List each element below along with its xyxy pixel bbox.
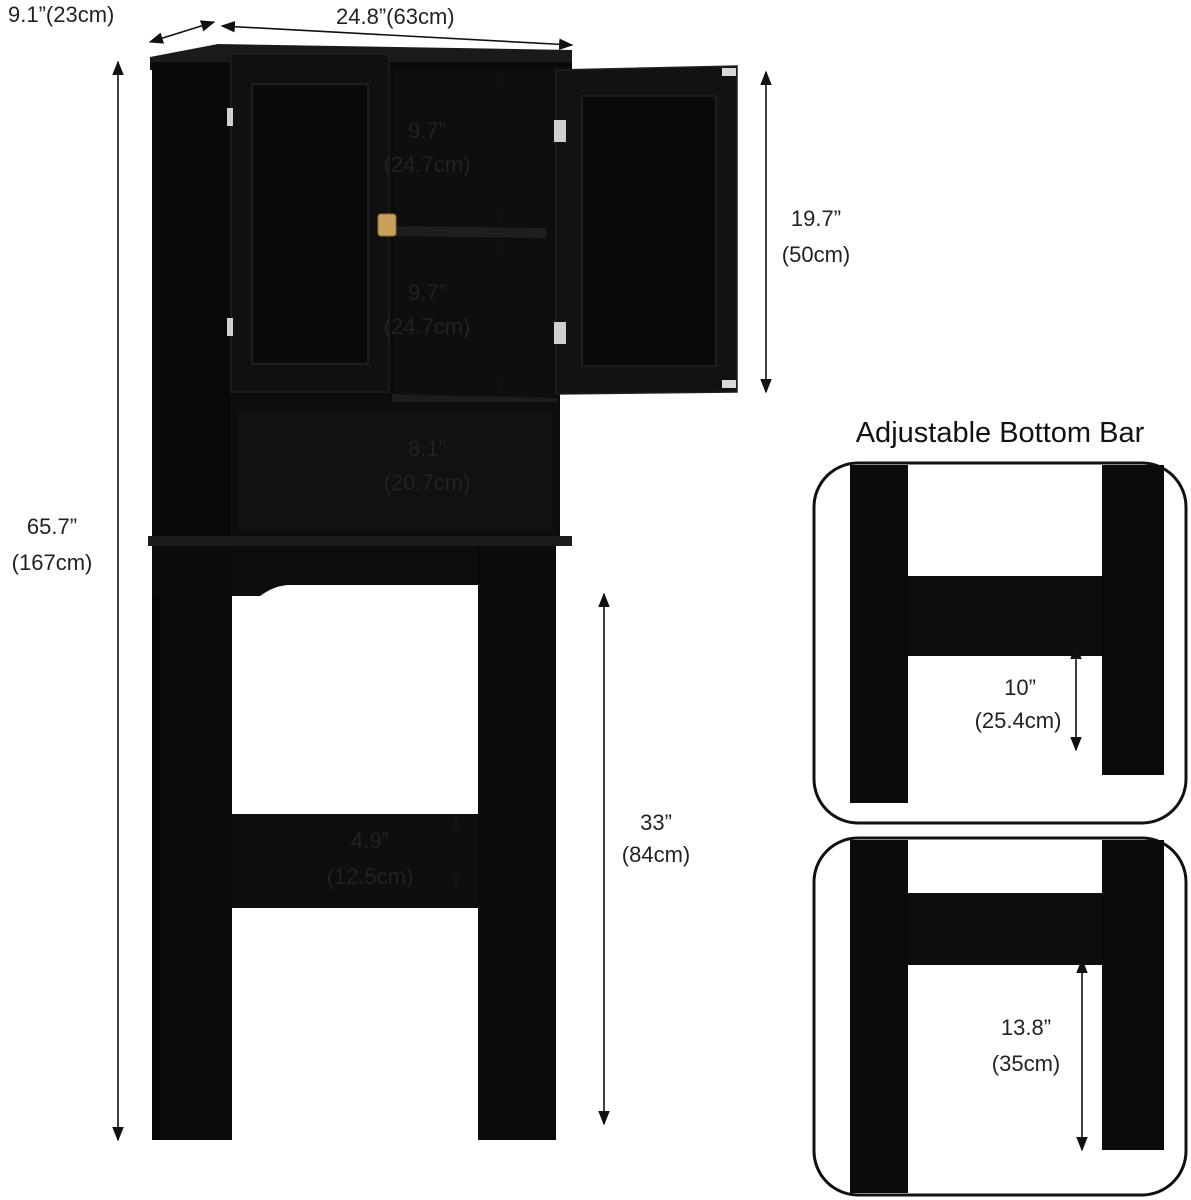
inset-left-leg xyxy=(850,465,908,803)
option1-cm: (25.4cm) xyxy=(975,708,1062,733)
hinge-icon xyxy=(554,322,566,344)
cabinet-height-cm: (50cm) xyxy=(782,242,850,267)
base-top-board xyxy=(148,536,572,546)
inset-bar xyxy=(908,576,1102,656)
bottom-bar xyxy=(232,814,478,908)
adjustable-option-1: 10” (25.4cm) xyxy=(812,461,1188,825)
dimension-lines xyxy=(112,20,772,1142)
option1-in: 10” xyxy=(1004,675,1036,700)
hinge-icon xyxy=(554,120,566,142)
option2-cm: (35cm) xyxy=(992,1051,1060,1076)
right-leg xyxy=(478,546,556,1140)
left-leg xyxy=(152,546,232,1140)
leg-clearance-in: 33” xyxy=(640,810,672,835)
hinge-icon xyxy=(227,318,233,336)
shelf-lower-cm: (24.7cm) xyxy=(384,314,471,339)
adjustable-option-2: 13.8” (35cm) xyxy=(812,836,1188,1197)
shelf-lower-in: 9.7” xyxy=(408,280,446,305)
adjustable-title: Adjustable Bottom Bar xyxy=(856,417,1145,449)
option2-in: 13.8” xyxy=(1001,1015,1051,1040)
inset-right-leg xyxy=(1102,840,1164,1150)
hinge-icon xyxy=(722,68,736,76)
right-door-inset xyxy=(581,95,717,367)
leg-clearance-cm: (84cm) xyxy=(622,842,690,867)
left-leg-edge xyxy=(152,596,160,1140)
door-knob xyxy=(377,213,397,237)
total-height-cm: (167cm) xyxy=(12,550,93,575)
total-height-in: 65.7” xyxy=(27,514,77,539)
hinge-icon xyxy=(227,108,233,126)
open-shelf-in: 8.1” xyxy=(408,436,446,461)
apron xyxy=(152,546,556,596)
inset-right-leg xyxy=(1102,465,1164,775)
shelf-upper-in: 9.7” xyxy=(408,118,446,143)
bar-height-cm: (12.5cm) xyxy=(327,864,414,889)
depth-label: 9.1”(23cm) xyxy=(8,2,114,27)
inset-left-leg xyxy=(850,840,908,1193)
bar-height-in: 4.9” xyxy=(351,828,389,853)
open-shelf-cm: (20.7cm) xyxy=(384,470,471,495)
hinge-icon xyxy=(722,380,736,388)
shelf-upper-cm: (24.7cm) xyxy=(384,152,471,177)
cabinet xyxy=(148,44,738,1140)
middle-shelf xyxy=(380,226,546,238)
left-side-panel xyxy=(152,66,230,544)
inset-bar xyxy=(908,893,1102,965)
cabinet-height-in: 19.7” xyxy=(791,206,841,231)
width-label: 24.8”(63cm) xyxy=(336,4,455,29)
left-door-inset xyxy=(251,83,369,365)
